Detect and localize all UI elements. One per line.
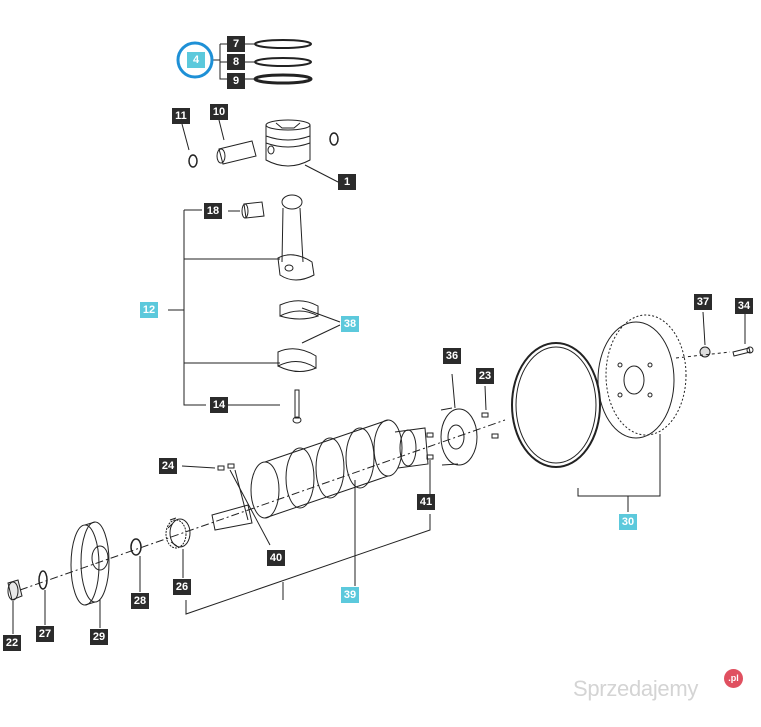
callout-37[interactable]: 37 (694, 294, 712, 310)
callout-34[interactable]: 34 (735, 298, 753, 314)
callout-14[interactable]: 14 (210, 397, 228, 413)
bearing-shell-lower[interactable] (277, 348, 317, 372)
small-end-bushing[interactable] (241, 201, 265, 219)
callout-39[interactable]: 39 (341, 587, 359, 603)
piston[interactable] (265, 119, 311, 167)
piston-ring-8[interactable] (254, 57, 312, 67)
crank-pulley[interactable] (70, 521, 110, 606)
piston-snap-ring-right[interactable] (329, 132, 339, 146)
rod-bolt[interactable] (292, 389, 302, 424)
callout-30[interactable]: 30 (619, 514, 637, 530)
dowel-pins[interactable] (217, 463, 235, 471)
callout-4[interactable]: 4 (187, 52, 205, 68)
callout-12[interactable]: 12 (140, 302, 158, 318)
callout-1[interactable]: 1 (338, 174, 356, 190)
watermark-badge: .pl (724, 669, 743, 688)
callout-27[interactable]: 27 (36, 626, 54, 642)
callout-9[interactable]: 9 (227, 73, 245, 89)
watermark-text: Sprzedajemy (573, 676, 699, 701)
callout-8[interactable]: 8 (227, 54, 245, 70)
connecting-rod[interactable] (277, 194, 315, 281)
callout-29[interactable]: 29 (90, 629, 108, 645)
ring-gear[interactable] (511, 342, 601, 468)
piston-ring-9[interactable] (253, 73, 313, 85)
pulley-washer[interactable] (38, 570, 48, 590)
rear-seal-housing[interactable] (440, 407, 478, 466)
callout-11[interactable]: 11 (172, 108, 190, 124)
washer[interactable] (130, 538, 142, 556)
highlight-circle (176, 41, 214, 79)
flywheel[interactable] (597, 314, 687, 439)
callout-28[interactable]: 28 (131, 593, 149, 609)
callout-41[interactable]: 41 (417, 494, 435, 510)
callout-38[interactable]: 38 (341, 316, 359, 332)
callout-23[interactable]: 23 (476, 368, 494, 384)
piston-snap-ring-left[interactable] (188, 154, 198, 168)
piston-ring-7[interactable] (254, 39, 312, 49)
callout-26[interactable]: 26 (173, 579, 191, 595)
seal-housing-bolts[interactable] (481, 412, 499, 439)
callout-7[interactable]: 7 (227, 36, 245, 52)
crankshaft[interactable] (211, 419, 429, 531)
flywheel-dowel-pins[interactable] (426, 432, 434, 460)
pulley-nut[interactable] (7, 579, 23, 601)
flywheel-bolt[interactable] (732, 346, 754, 357)
callout-22[interactable]: 22 (3, 635, 21, 651)
callout-24[interactable]: 24 (159, 458, 177, 474)
bearing-shell-upper[interactable] (279, 300, 319, 320)
callout-40[interactable]: 40 (267, 550, 285, 566)
piston-pin[interactable] (216, 140, 257, 165)
callout-10[interactable]: 10 (210, 104, 228, 120)
callout-18[interactable]: 18 (204, 203, 222, 219)
callout-36[interactable]: 36 (443, 348, 461, 364)
crank-gear[interactable] (165, 517, 191, 549)
